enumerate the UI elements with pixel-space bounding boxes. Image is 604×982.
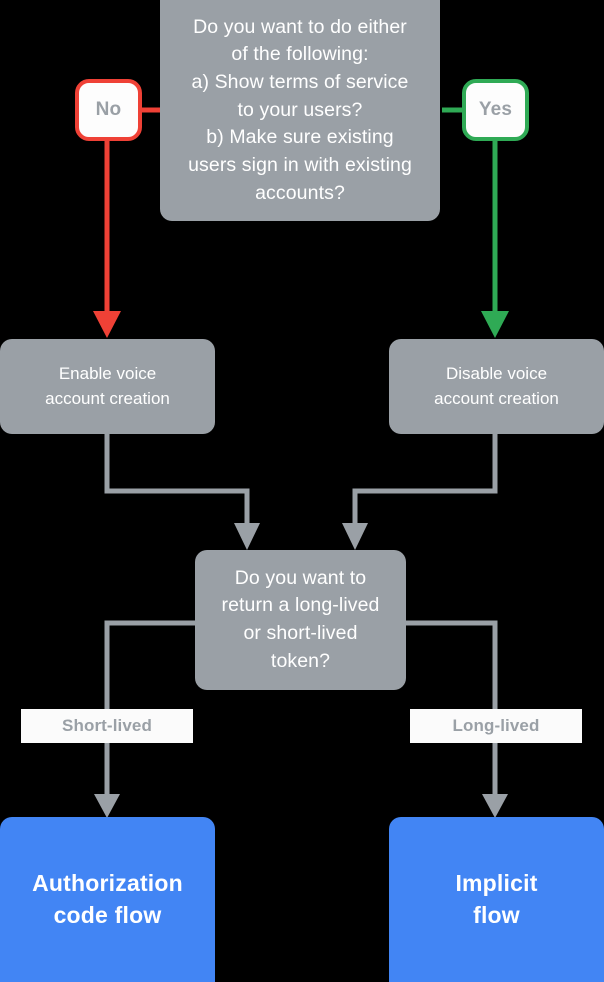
branch-pill-yes[interactable]: Yes: [462, 79, 529, 141]
edge-label-short-lived-text: Short-lived: [62, 716, 152, 735]
node-authorization-code-flow[interactable]: Authorization code flow: [0, 817, 215, 982]
node-disable-voice-account-creation-text: Disable voice account creation: [434, 363, 559, 408]
edge-label-long-lived-text: Long-lived: [452, 716, 540, 735]
arrowhead-token-decision-to-implicit-flow: [482, 794, 508, 818]
node-top-decision[interactable]: Do you want to do either of the followin…: [160, 0, 440, 221]
node-implicit-flow[interactable]: Implicit flow: [389, 817, 604, 982]
node-token-decision[interactable]: Do you want to return a long-lived or sh…: [195, 550, 406, 690]
edge-label-short-lived: Short-lived: [21, 709, 193, 743]
edge-disable-voice-to-token-decision: [352, 434, 498, 524]
arrowhead-token-decision-to-auth-code-flow: [94, 794, 120, 818]
edge-enable-voice-to-token-decision: [104, 434, 250, 524]
arrowhead-no-to-enable-voice: [93, 311, 121, 338]
arrowhead-enable-voice-to-token-decision: [234, 523, 260, 550]
node-token-decision-text: Do you want to return a long-lived or sh…: [221, 566, 380, 672]
arrowhead-yes-to-disable-voice: [481, 311, 509, 338]
arrowhead-disable-voice-to-token-decision: [342, 523, 368, 550]
node-enable-voice-account-creation[interactable]: Enable voice account creation: [0, 339, 215, 434]
node-disable-voice-account-creation[interactable]: Disable voice account creation: [389, 339, 604, 434]
node-top-decision-text: Do you want to do either of the followin…: [188, 15, 412, 204]
branch-pill-yes-label: Yes: [478, 99, 513, 120]
branch-pill-no-label: No: [95, 99, 122, 120]
node-authorization-code-flow-text: Authorization code flow: [32, 870, 183, 928]
branch-pill-no[interactable]: No: [75, 79, 142, 141]
node-implicit-flow-text: Implicit flow: [455, 870, 538, 928]
node-enable-voice-account-creation-text: Enable voice account creation: [45, 363, 170, 408]
edge-label-long-lived: Long-lived: [410, 709, 582, 743]
